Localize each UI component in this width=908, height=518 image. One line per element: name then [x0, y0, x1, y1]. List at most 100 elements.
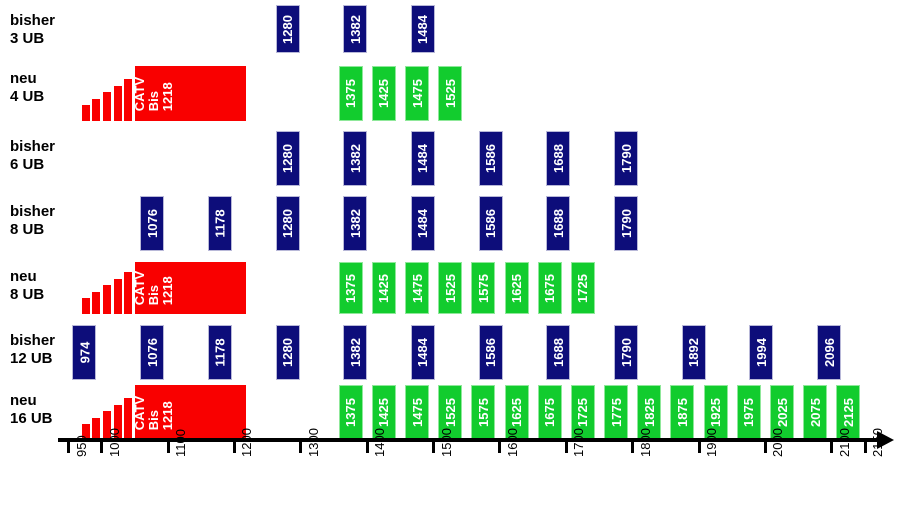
channel-box: 1688 — [546, 131, 571, 186]
channel-frequency-label: 2025 — [774, 398, 790, 427]
channel-frequency-label: 1825 — [641, 398, 657, 427]
row-label-line2: 16 UB — [10, 410, 53, 427]
channel-frequency-label: 1725 — [575, 273, 591, 303]
channel-box: 1994 — [749, 325, 774, 380]
channel-box: 1178 — [207, 325, 232, 380]
channel-frequency-label: 1775 — [608, 398, 624, 427]
channel-frequency-label: 1375 — [343, 398, 359, 427]
channel-frequency-label: 1475 — [409, 79, 425, 108]
channel-frequency-label: 1688 — [550, 144, 566, 173]
catv-upper-frequency: 1218 — [160, 81, 176, 111]
axis-tick-label: 1400 — [372, 428, 388, 457]
channel-frequency-label: 1525 — [442, 79, 458, 108]
axis-tick — [763, 438, 767, 453]
channel-frequency-label: 1382 — [347, 14, 363, 44]
axis-tick-label: 1100 — [173, 429, 189, 457]
axis-tick — [863, 438, 867, 453]
axis-arrow-icon — [877, 431, 894, 449]
catv-bis-label: Bis — [146, 409, 162, 430]
channel-box: 1586 — [478, 325, 503, 380]
axis-tick-label: 1500 — [438, 428, 454, 457]
catv-staircase-bar — [103, 411, 112, 440]
catv-staircase-bar — [92, 291, 101, 314]
catv-label: CATV — [132, 76, 148, 111]
channel-box: 1525 — [438, 66, 463, 121]
catv-staircase-bar — [81, 105, 90, 121]
axis-tick — [299, 438, 303, 453]
row-label-line2: 3 UB — [10, 30, 45, 47]
catv-staircase-bar — [92, 417, 101, 440]
row-label-line1: bisher — [10, 332, 56, 349]
channel-frequency-label: 2125 — [840, 398, 856, 427]
channel-frequency-label: 1475 — [409, 273, 425, 303]
channel-box: 1382 — [343, 131, 368, 186]
channel-frequency-label: 1790 — [618, 144, 634, 173]
row-label-line2: 4 UB — [10, 88, 45, 105]
channel-box: 1475 — [404, 66, 429, 121]
axis-tick-label: 1300 — [305, 428, 321, 457]
axis-tick — [67, 438, 70, 453]
channel-box: 1675 — [537, 262, 562, 314]
axis-tick — [100, 438, 104, 453]
channel-box: 1375 — [338, 66, 363, 121]
channel-frequency-label: 2096 — [821, 338, 837, 367]
channel-box: 1375 — [338, 385, 363, 440]
channel-box: 1484 — [410, 5, 435, 53]
catv-staircase-bar — [103, 92, 112, 121]
row-label-line1: neu — [10, 392, 37, 409]
row-label-line1: bisher — [10, 138, 56, 155]
channel-frequency-label: 1280 — [280, 14, 296, 44]
channel-frequency-label: 1892 — [686, 338, 702, 367]
channel-frequency-label: 1625 — [509, 273, 525, 303]
channel-box: 1790 — [614, 131, 639, 186]
channel-frequency-label: 1178 — [212, 338, 228, 367]
catv-bis-label: Bis — [146, 90, 162, 111]
channel-box: 1375 — [338, 262, 363, 314]
channel-frequency-label: 1484 — [415, 338, 431, 367]
channel-frequency-label: 1575 — [475, 273, 491, 303]
channel-box: 1484 — [410, 131, 435, 186]
channel-box: 1675 — [537, 385, 562, 440]
catv-staircase-bar — [81, 424, 90, 440]
channel-box: 1382 — [343, 5, 368, 53]
channel-box: 1425 — [371, 66, 396, 121]
channel-box: 1790 — [614, 196, 639, 251]
channel-frequency-label: 1076 — [144, 338, 160, 367]
channel-box: 1178 — [207, 196, 232, 251]
axis-tick-label: 1600 — [504, 428, 520, 457]
channel-frequency-label: 1688 — [550, 338, 566, 367]
channel-frequency-label: 1790 — [618, 338, 634, 367]
channel-frequency-label: 1994 — [753, 338, 769, 367]
axis-tick-label: 950 — [73, 435, 89, 457]
channel-box: 1280 — [275, 196, 300, 251]
channel-box: 1484 — [410, 196, 435, 251]
channel-box: 1280 — [275, 131, 300, 186]
axis-tick — [166, 438, 170, 453]
channel-frequency-label: 1484 — [415, 209, 431, 238]
channel-frequency-label: 1375 — [343, 79, 359, 108]
channel-box: 2075 — [803, 385, 828, 440]
axis-tick-label: 1800 — [637, 428, 653, 457]
row-label-line2: 12 UB — [10, 350, 53, 367]
channel-box: 1525 — [438, 385, 463, 440]
catv-staircase-bar — [103, 285, 112, 314]
axis-tick-label: 1700 — [571, 428, 587, 457]
catv-label: CATV — [132, 395, 148, 430]
row-label-line2: 8 UB — [10, 286, 45, 303]
channel-frequency-label: 1525 — [442, 398, 458, 427]
channel-frequency-label: 1076 — [144, 209, 160, 238]
channel-frequency-label: 1688 — [550, 209, 566, 238]
catv-staircase-bar — [124, 79, 133, 121]
channel-frequency-label: 1475 — [409, 398, 425, 427]
channel-box: 1688 — [546, 325, 571, 380]
catv-staircase-bar — [81, 298, 90, 314]
channel-box: 1076 — [140, 196, 165, 251]
channel-frequency-label: 1382 — [347, 144, 363, 173]
channel-frequency-label: 1382 — [347, 209, 363, 238]
channel-frequency-label: 1525 — [442, 273, 458, 303]
